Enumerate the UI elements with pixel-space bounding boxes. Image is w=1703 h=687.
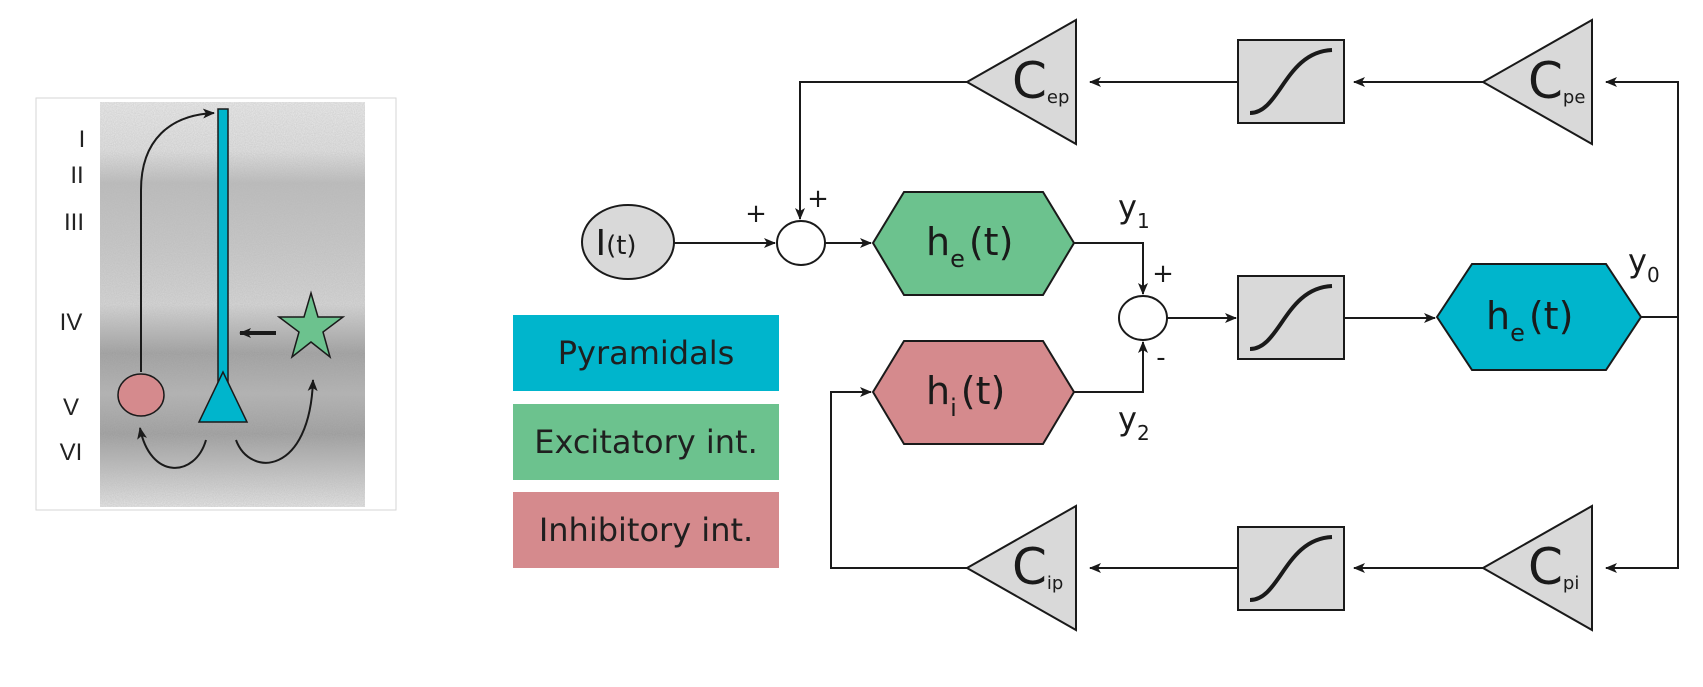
gain-cpi-triangle [1480,504,1593,632]
legend-inhibitory-label: Inhibitory int. [538,511,754,549]
sum-junction-1 [776,220,826,266]
pyramidal-soma [197,370,249,423]
he-block-excitatory [871,191,1076,296]
gain-cep-triangle [964,18,1077,146]
wire-output-bus [1605,77,1679,318]
legend-inhibitory: Inhibitory int. [513,492,779,568]
arrow-inhibitory-to-pyramidal-apex [140,108,215,372]
cortex-panel: I II III IV V VI [35,97,397,511]
gain-cpi-label: Cpi [1528,538,1579,596]
sign-plus-feedback: + [807,184,829,214]
output-y1-label: y1 [1118,188,1150,233]
legend-pyramidals: Pyramidals [513,315,779,391]
layer-label-4: IV [60,309,83,336]
cortex-tissue-texture [100,102,365,507]
he-block-pyramidal [1435,263,1643,371]
inhibitory-neuron [117,373,165,417]
gain-cep-label: Cep [1012,52,1069,110]
arrow-pyramidal-to-inhibitory [137,427,207,469]
he-label-excitatory: he(t) [926,220,1013,273]
block-diagram [581,18,1679,632]
sign-plus-input: + [745,199,767,229]
legend-pyramidals-label: Pyramidals [557,334,735,372]
sigmoid-block-top [1237,39,1345,124]
wire-cip-to-hi [830,387,967,569]
wire-cep-to-sum1 [795,81,967,220]
sum-junction-2 [1118,295,1168,341]
sigmoid-block-bottom [1237,526,1345,611]
he-label-pyramidal: he(t) [1486,294,1573,347]
sigmoid-block-middle [1237,275,1345,360]
wire-hi-to-sum2 [1074,341,1148,393]
gain-cip-label: Cip [1012,538,1063,596]
layer-label-1: I [79,126,86,153]
legend-excitatory: Excitatory int. [513,404,779,480]
output-y2-label: y2 [1118,400,1150,445]
layer-label-2: II [70,162,83,189]
layer-label-3: III [64,209,84,236]
gain-cpe-triangle [1480,18,1593,146]
sign-minus-y2: - [1156,343,1165,373]
output-y0-label: y0 [1628,242,1660,287]
hi-label-inhibitory: hi(t) [926,369,1005,422]
input-label: I(t) [595,223,636,264]
gain-cip-triangle [964,504,1077,632]
excitatory-neuron-star [276,290,346,360]
hi-block-inhibitory [871,340,1076,445]
gain-cpe-label: Cpe [1528,52,1585,110]
wire-output-bus-down [1605,317,1679,573]
legend-excitatory-label: Excitatory int. [534,423,758,461]
layer-label-5: V [63,394,79,421]
sign-plus-y1: + [1152,259,1174,289]
arrow-pyramidal-to-excitatory [235,379,318,464]
wire-he-to-sum2 [1074,242,1148,295]
layer-label-6: VI [60,439,83,466]
